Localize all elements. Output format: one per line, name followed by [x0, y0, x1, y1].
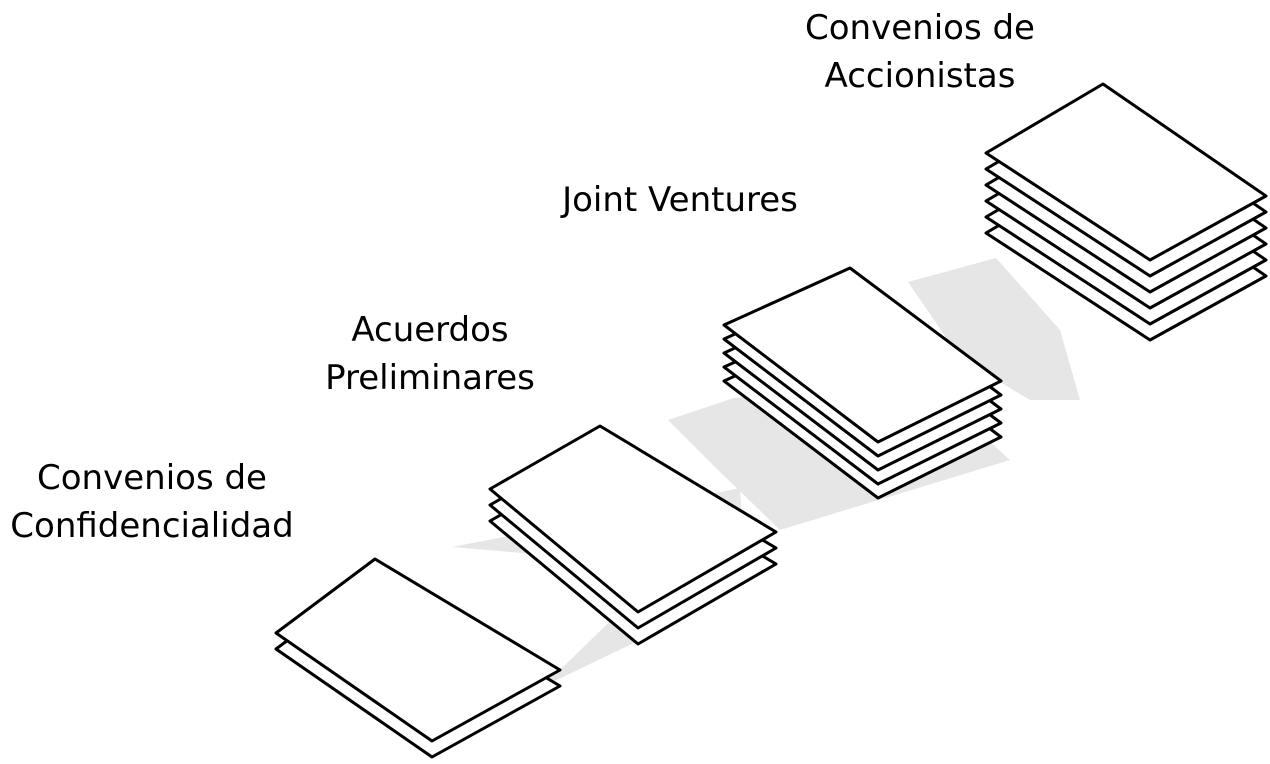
label-joint-ventures: Joint Ventures [530, 176, 830, 224]
label-line: Preliminares [325, 358, 535, 398]
document-sheet [722, 266, 1003, 444]
document-sheet [488, 424, 778, 614]
label-line: Confidencialidad [10, 506, 294, 546]
stack-convenios-accionistas [984, 82, 1268, 342]
document-sheet [984, 82, 1268, 262]
label-convenios-accionistas: Convenios de Accionistas [770, 4, 1070, 100]
stack-acuerdos-preliminares [488, 424, 778, 646]
stack-joint-ventures [722, 266, 1003, 500]
stack-shadow [908, 258, 1080, 400]
label-line: Accionistas [824, 56, 1016, 96]
stack-convenios-confidencialidad [274, 557, 562, 759]
label-convenios-confidencialidad: Convenios de Confidencialidad [2, 454, 302, 550]
label-acuerdos-preliminares: Acuerdos Preliminares [280, 306, 580, 402]
label-line: Acuerdos [351, 310, 509, 350]
label-line: Convenios de [805, 8, 1035, 48]
label-line: Joint Ventures [562, 180, 798, 220]
document-sheet [274, 557, 562, 743]
label-line: Convenios de [37, 458, 267, 498]
